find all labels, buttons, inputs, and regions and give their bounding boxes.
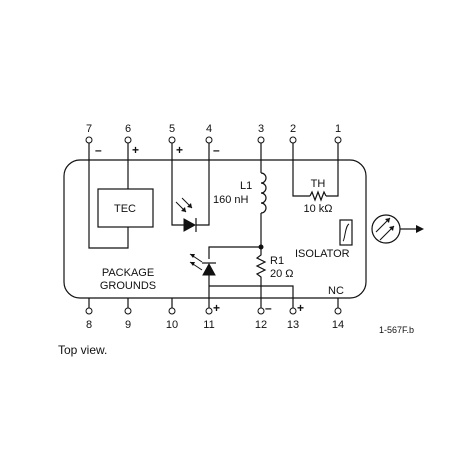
inductor-value: 160 nH <box>213 194 249 206</box>
pin13-wire <box>209 285 294 298</box>
pin-1-label: 1 <box>335 123 341 135</box>
pin-14-label: 14 <box>332 319 344 331</box>
pin-13-label: 13 <box>287 319 299 331</box>
tec-label: TEC <box>114 203 136 215</box>
thermistor-wire-right <box>326 160 339 197</box>
photodiode-triangle <box>183 218 197 232</box>
pin-9-label: 9 <box>125 319 131 331</box>
pin-4-polarity: – <box>213 143 220 157</box>
package-outline <box>63 159 367 299</box>
photodiode-light-arrows-icon <box>175 197 193 213</box>
pin-12-label: 12 <box>255 319 267 331</box>
resistor-r1 <box>255 247 267 298</box>
thermistor-zigzag <box>309 190 327 202</box>
pin-5-label: 5 <box>169 123 175 135</box>
nc-label: NC <box>328 285 344 297</box>
output-arrowhead-icon <box>416 225 424 233</box>
top-pin-pads <box>85 136 342 144</box>
pin-5-polarity: + <box>176 143 183 157</box>
caption: Top view. <box>58 343 107 357</box>
pin-3-label: 3 <box>258 123 264 135</box>
laser-anode-wire <box>208 246 261 259</box>
laser-emission-arrows-icon <box>189 253 203 271</box>
pin-4-label: 4 <box>206 123 212 135</box>
pin-11-label: 11 <box>203 319 214 331</box>
tec-box <box>97 188 154 228</box>
photodiode-wire-left <box>171 160 184 226</box>
pin-12-polarity: – <box>265 301 272 315</box>
tec-wire-pin7 <box>88 160 129 249</box>
pin-6-label: 6 <box>125 123 131 135</box>
lens-output-icon <box>371 214 401 244</box>
package-grounds-line2: GROUNDS <box>100 280 156 292</box>
pin-8-label: 8 <box>86 319 92 331</box>
pin-6-polarity: + <box>132 143 139 157</box>
figure-id: 1-567F.b <box>379 325 414 335</box>
resistor-name: R1 <box>270 255 284 267</box>
thermistor-wire-left <box>292 160 310 197</box>
inductor-name: L1 <box>240 180 252 192</box>
thermistor-value: 10 kΩ <box>303 203 332 215</box>
isolator-box <box>339 219 353 246</box>
photodiode-wire-right <box>196 160 210 226</box>
laser-diode-triangle <box>202 262 216 276</box>
isolator-symbol-icon <box>342 223 350 242</box>
pin-10-label: 10 <box>166 319 178 331</box>
thermistor-name: TH <box>311 178 326 190</box>
inductor-coil <box>260 172 267 214</box>
isolator-label: ISOLATOR <box>295 248 350 260</box>
pin-13-polarity: + <box>297 301 304 315</box>
pin-7-label: 7 <box>86 123 92 135</box>
pin-2-label: 2 <box>290 123 296 135</box>
pin-11-polarity: + <box>213 301 220 315</box>
bottom-pin-pads <box>85 307 342 315</box>
pin-7-polarity: – <box>95 143 102 157</box>
package-grounds-line1: PACKAGE <box>102 267 154 279</box>
resistor-value: 20 Ω <box>270 268 294 280</box>
